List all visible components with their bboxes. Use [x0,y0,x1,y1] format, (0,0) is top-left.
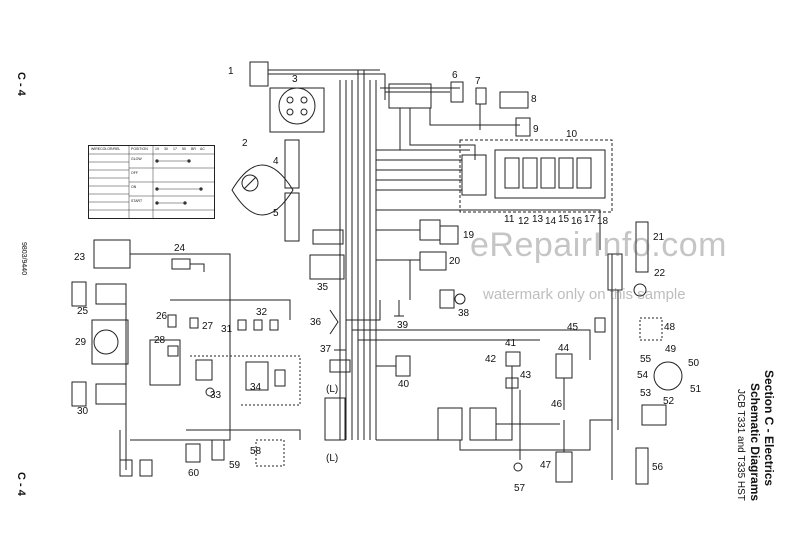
callout-51: 51 [690,384,702,395]
switch-table-col-30: 30 [164,147,168,151]
callout-29: 29 [75,337,87,348]
callout-6: 6 [452,70,458,81]
callout-52: 52 [663,396,675,407]
callout-56: 56 [652,462,664,473]
ground-label-upper: (L) [326,384,338,395]
callout-5: 5 [273,208,279,219]
callout-44: 44 [558,343,570,354]
callout-55: 55 [640,354,652,365]
switch-table-grid [89,146,214,218]
switch-table-col-19: 19 [155,147,159,151]
switch-row-on: ON [131,185,137,189]
callout-48: 48 [664,322,676,333]
callout-60: 60 [188,468,200,479]
callout-32: 32 [256,307,268,318]
callout-25: 25 [77,306,89,317]
switch-table-col-ac: AC [200,147,205,151]
callout-40: 40 [398,379,410,390]
callout-28: 28 [154,335,166,346]
model-subtitle: JCB T331 and T335 HST [735,389,746,501]
callout-57: 57 [514,483,526,494]
callout-59: 59 [229,460,241,471]
callout-46: 46 [551,399,563,410]
callout-34: 34 [250,382,262,393]
callout-58: 58 [250,446,262,457]
diagram-title: Schematic Diagrams [748,383,762,502]
ground-label-lower: (L) [326,453,338,464]
callout-7: 7 [475,76,481,87]
callout-4: 4 [273,156,279,167]
callout-39: 39 [397,320,409,331]
switch-table-col-50: 50 [182,147,186,151]
callout-42: 42 [485,354,497,365]
callout-13: 13 [532,214,544,225]
doc-number: 9803/9440 [20,242,27,276]
callout-45: 45 [567,322,579,333]
callout-12: 12 [518,216,530,227]
callout-22: 22 [654,268,666,279]
callout-43: 43 [520,370,532,381]
switch-table-header-position: POSITION [131,147,148,151]
callout-54: 54 [637,370,649,381]
callout-19: 19 [463,230,475,241]
callout-18: 18 [597,216,609,227]
callout-9: 9 [533,124,539,135]
callout-17: 17 [584,214,596,225]
section-title: Section C - Electrics [762,370,776,487]
callout-2: 2 [242,138,248,149]
callout-21: 21 [653,232,665,243]
callout-36: 36 [310,317,322,328]
callout-50: 50 [688,358,700,369]
callout-23: 23 [74,252,86,263]
callout-53: 53 [640,388,652,399]
switch-row-glow: GLOW [131,157,142,161]
watermark-notice: watermark only on this sample [483,286,686,303]
callout-3: 3 [292,74,298,85]
switch-position-table: WIRECOLOR/REL POSITION 19 30 17 50 BR AC… [88,145,215,219]
switch-table-col-17: 17 [173,147,177,151]
watermark-site: eRepairInfo.com [470,226,727,264]
callout-11: 11 [504,214,515,225]
callout-49: 49 [665,344,677,355]
page-ref-bottom: C - 4 [15,472,27,496]
callout-26: 26 [156,311,168,322]
switch-row-off: OFF [131,171,138,175]
callout-14: 14 [545,216,557,227]
switch-table-header-left: WIRECOLOR/REL [91,147,121,151]
callout-10: 10 [566,129,578,140]
callout-33: 33 [210,390,222,401]
callout-38: 38 [458,308,470,319]
callout-37: 37 [320,344,332,355]
callout-30: 30 [77,406,89,417]
callout-27: 27 [202,321,214,332]
callout-20: 20 [449,256,461,267]
callout-16: 16 [571,216,583,227]
callout-31: 31 [221,324,233,335]
callout-35: 35 [317,282,329,293]
callout-1: 1 [228,66,234,77]
callout-labels: 1 2 3 4 5 6 7 8 9 10 11 12 13 14 15 16 1… [74,66,702,494]
callout-15: 15 [558,214,570,225]
switch-table-col-br: BR [191,147,196,151]
page-ref-top: C - 4 [15,72,27,96]
callout-47: 47 [540,460,552,471]
callout-41: 41 [505,338,517,349]
callout-8: 8 [531,94,537,105]
callout-24: 24 [174,243,186,254]
switch-row-start: START [131,199,143,203]
